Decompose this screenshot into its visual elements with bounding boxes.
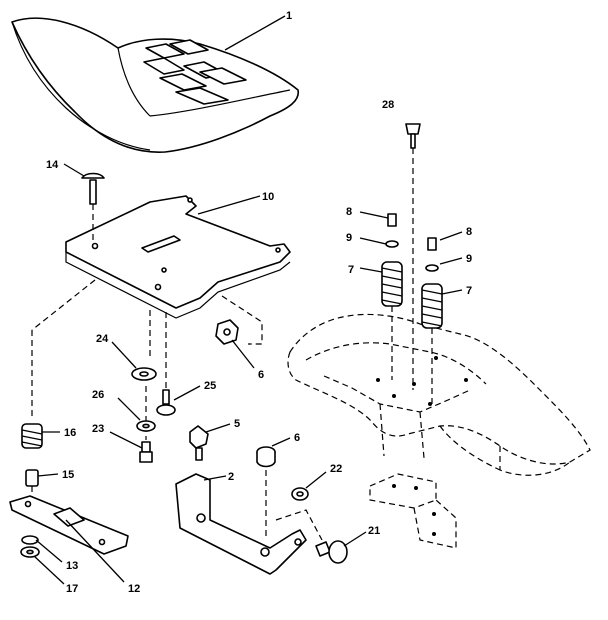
callout-22: 22 (330, 463, 342, 475)
washer-24 (131, 367, 157, 381)
bolt-23 (139, 441, 153, 463)
callout-16: 16 (64, 427, 76, 439)
callout-14: 14 (46, 159, 59, 171)
callout-24: 24 (96, 333, 109, 345)
slide-plate (9, 495, 129, 555)
callout-9: 9 (346, 232, 352, 244)
bracket-2 (175, 473, 307, 575)
guide-line (275, 509, 323, 541)
callout-21: 21 (368, 525, 380, 537)
bolt-14 (81, 172, 105, 240)
spring-left (381, 213, 403, 380)
callout-7: 7 (466, 285, 472, 297)
bolt-28 (405, 123, 421, 390)
callout-26: 26 (92, 389, 104, 401)
knob-6-upper (215, 319, 239, 345)
callout-6: 6 (258, 369, 264, 381)
guide-line (221, 295, 263, 345)
guide-line (31, 279, 96, 331)
spring-right (421, 237, 443, 404)
knob-6-lower (256, 446, 276, 468)
nut-22 (291, 487, 309, 501)
callout-6: 6 (294, 432, 300, 444)
callout-8: 8 (346, 206, 352, 218)
lower-mount-bracket (369, 473, 457, 549)
washer-13 (21, 535, 39, 545)
callout-17: 17 (66, 583, 78, 595)
callout-10: 10 (262, 191, 274, 203)
knob-5 (189, 425, 209, 461)
leader-lines (33, 15, 463, 585)
callout-12: 12 (128, 583, 140, 595)
callout-23: 23 (92, 423, 104, 435)
spring-16 (21, 423, 43, 449)
callout-28: 28 (382, 99, 394, 111)
callout-13: 13 (66, 560, 78, 572)
callout-2: 2 (228, 471, 234, 483)
washer-26 (136, 420, 156, 432)
seat-pan (65, 195, 291, 319)
callout-25: 25 (204, 380, 216, 392)
callout-9: 9 (466, 253, 472, 265)
callout-1: 1 (286, 10, 292, 22)
nut-17 (20, 546, 40, 558)
fender-deck (287, 313, 591, 476)
seat (11, 17, 299, 153)
callout-15: 15 (62, 469, 74, 481)
callout-8: 8 (466, 226, 472, 238)
bolt-25 (156, 389, 176, 416)
callout-7: 7 (348, 264, 354, 276)
knob-21 (315, 540, 348, 564)
callout-5: 5 (234, 418, 240, 430)
callout-labels: 1 28 14 10 8 9 7 8 9 7 24 6 26 25 5 6 16… (46, 10, 472, 595)
